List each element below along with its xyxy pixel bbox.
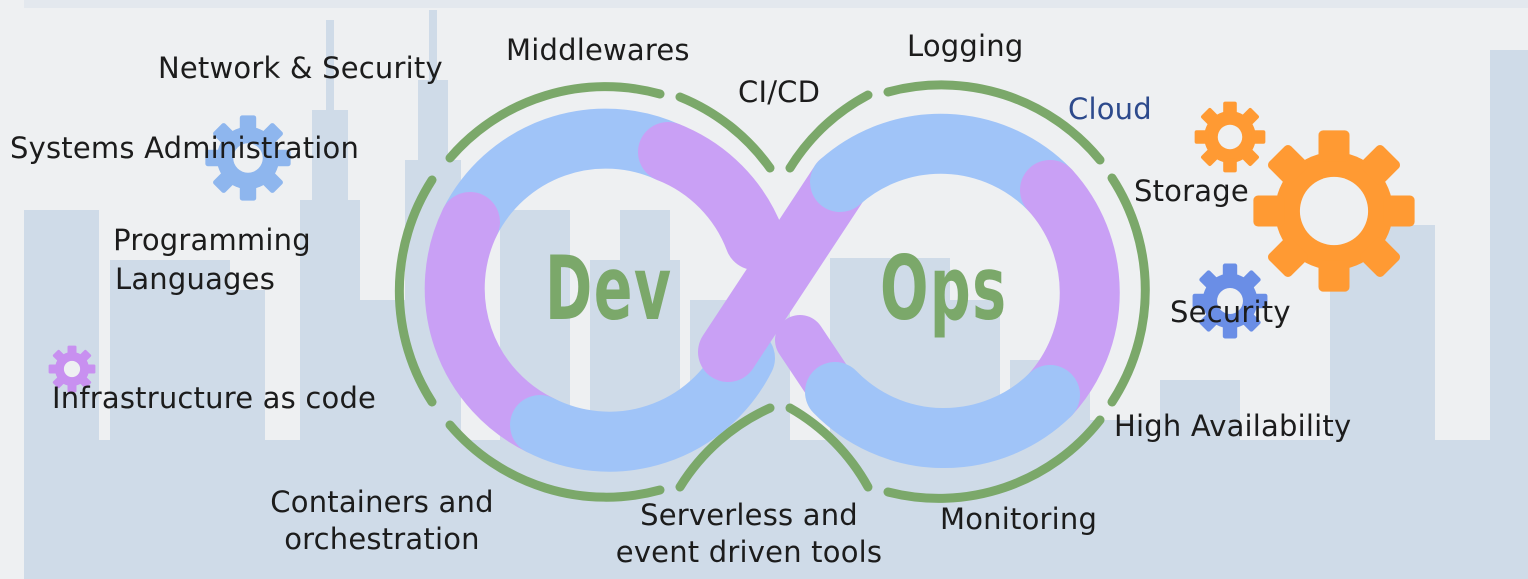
skyline-background — [24, 0, 1528, 579]
label-containers-line1: Containers and — [270, 485, 494, 519]
label-programming-line2: Languages — [114, 262, 276, 296]
label-cicd: CI/CD — [738, 75, 821, 109]
ops-word: Ops — [880, 237, 1008, 340]
label-programming-languages: Programming Languages — [96, 222, 328, 297]
label-cloud: Cloud — [1068, 92, 1152, 126]
gear-icon — [1194, 101, 1266, 173]
outer-ring — [394, 80, 1150, 503]
label-logging: Logging — [907, 29, 1024, 63]
label-middlewares: Middlewares — [506, 33, 690, 67]
label-storage: Storage — [1134, 174, 1249, 208]
label-programming-line1: Programming — [113, 223, 311, 257]
gear-icon — [1253, 130, 1415, 292]
label-serverless-event-driven: Serverless and event driven tools — [604, 497, 894, 570]
label-monitoring: Monitoring — [940, 502, 1098, 536]
label-high-availability: High Availability — [1114, 409, 1352, 443]
label-systems-administration: Systems Administration — [10, 131, 360, 165]
label-security: Security — [1170, 295, 1291, 329]
label-containers-orchestration: Containers and orchestration — [258, 484, 506, 557]
gear-icon — [48, 345, 96, 393]
gear-icon — [205, 115, 291, 201]
label-infrastructure-as-code: Infrastructure as code — [52, 381, 377, 415]
gear-icon — [1192, 263, 1268, 339]
infinity-band — [424, 108, 1120, 472]
dev-word: Dev — [545, 237, 673, 340]
label-containers-line2: orchestration — [284, 522, 480, 556]
label-serverless-line1: Serverless and — [640, 498, 858, 532]
label-serverless-line2: event driven tools — [615, 535, 883, 569]
label-network-security: Network & Security — [158, 51, 443, 85]
